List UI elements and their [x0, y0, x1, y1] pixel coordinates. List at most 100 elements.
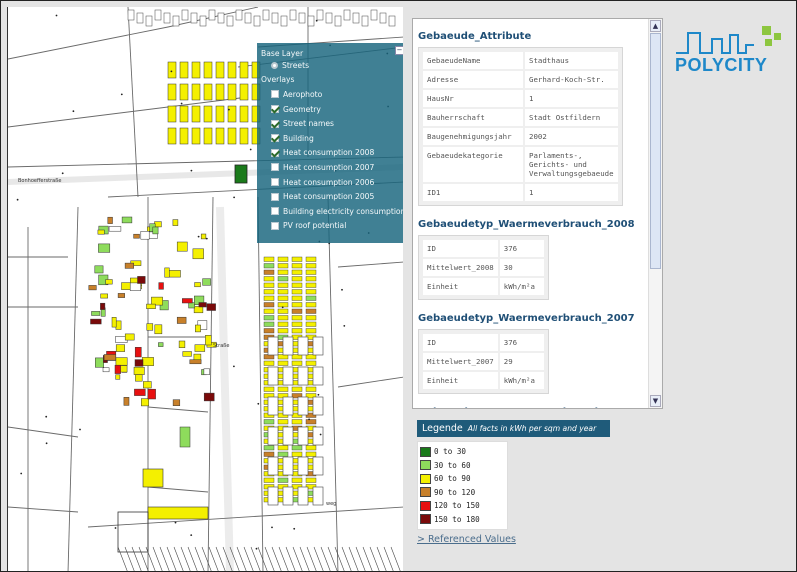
- attribute-key: HausNr: [423, 90, 523, 107]
- overlay-option[interactable]: Heat consumption 2007: [257, 160, 403, 175]
- map-building-outline: [267, 456, 279, 476]
- checkbox-icon[interactable]: [271, 207, 279, 216]
- overlay-option[interactable]: Building electricity consumption: [257, 204, 403, 219]
- legend-swatch: [420, 500, 431, 511]
- map-parcel-line: [67, 206, 79, 571]
- map-rail-hatch: [208, 546, 219, 571]
- map-building: [227, 61, 237, 79]
- map-rail-hatch: [222, 546, 233, 571]
- attribute-key: Baugenehmigungsjahr: [423, 128, 523, 145]
- overlay-option[interactable]: Geometry: [257, 102, 403, 117]
- map-building-outline: [117, 511, 149, 553]
- section-title: Gebaeude_Attribute: [418, 31, 532, 42]
- map-building: [141, 398, 149, 407]
- map-building: [152, 226, 159, 235]
- map-building-outline: [271, 12, 279, 24]
- attribute-value: Gerhard-Koch-Str.: [525, 71, 618, 88]
- attribute-key: Mittelwert_2007: [423, 353, 498, 370]
- checkbox-icon[interactable]: [271, 105, 279, 114]
- checkbox-icon[interactable]: [271, 119, 279, 128]
- map-building-outline: [361, 15, 369, 27]
- map-building: [203, 392, 215, 402]
- map-dot: [20, 472, 23, 475]
- map-building: [305, 289, 317, 295]
- map-building-outline: [297, 336, 309, 356]
- map-building: [88, 285, 97, 291]
- overlay-option[interactable]: PV roof potential: [257, 219, 403, 234]
- scroll-down-button[interactable]: ▼: [650, 395, 661, 407]
- attribute-value: kWh/m²a: [499, 372, 544, 389]
- map-building: [263, 386, 275, 392]
- map-dot: [319, 433, 322, 436]
- map-building-outline: [297, 486, 309, 506]
- map-building-outline: [267, 336, 279, 356]
- map-building: [115, 374, 121, 380]
- map-rail-hatch: [299, 546, 310, 571]
- attribute-key: ID1: [423, 184, 523, 201]
- base-layer-option[interactable]: Streets: [257, 58, 403, 73]
- map-building: [164, 267, 170, 278]
- map-building: [176, 241, 188, 252]
- radio-button-icon[interactable]: [271, 61, 278, 69]
- map-building-outline: [181, 9, 189, 21]
- map-rail-hatch: [201, 546, 212, 571]
- overlay-option[interactable]: Heat consumption 2006: [257, 175, 403, 190]
- checkbox-icon[interactable]: [271, 178, 279, 187]
- checkbox-icon[interactable]: [271, 90, 279, 99]
- scroll-up-button[interactable]: ▲: [650, 20, 661, 32]
- overlay-option[interactable]: Heat consumption 2008: [257, 146, 403, 161]
- map-building: [305, 276, 317, 282]
- map-building: [305, 354, 317, 360]
- checkbox-icon[interactable]: [271, 221, 279, 230]
- attribute-key: Bauherrschaft: [423, 109, 523, 126]
- legend-label: 150 to 180: [434, 514, 480, 524]
- legend-label: 30 to 60: [434, 460, 471, 470]
- map-building: [200, 233, 207, 240]
- overlay-option[interactable]: Heat consumption 2005: [257, 189, 403, 204]
- map-building-outline: [307, 15, 315, 27]
- map-parcel-line: [147, 486, 209, 493]
- map-building: [117, 293, 125, 298]
- map-building: [291, 289, 303, 295]
- overlay-label: Building: [283, 133, 314, 143]
- scroll-thumb[interactable]: [650, 33, 661, 269]
- map-dot: [271, 526, 273, 529]
- referenced-values-link[interactable]: > Referenced Values: [417, 534, 516, 545]
- checkbox-icon[interactable]: [271, 134, 279, 143]
- map-building-outline: [312, 336, 324, 356]
- checkbox-icon[interactable]: [271, 192, 279, 201]
- overlay-option[interactable]: Street names: [257, 116, 403, 131]
- map-building: [263, 445, 275, 451]
- map-building: [263, 289, 275, 295]
- map-building: [305, 315, 317, 321]
- checkbox-icon[interactable]: [271, 148, 279, 157]
- checkbox-icon[interactable]: [271, 163, 279, 172]
- map-rail-hatch: [285, 546, 296, 571]
- map-building-outline: [297, 396, 309, 416]
- overlays-title: Overlays: [261, 75, 295, 85]
- map-rail-hatch: [145, 546, 156, 571]
- overlay-option[interactable]: Building: [257, 131, 403, 146]
- legend-label: 90 to 120: [434, 487, 476, 497]
- map-dot: [180, 102, 183, 105]
- map-dot: [233, 196, 236, 199]
- legend-swatch: [420, 473, 431, 484]
- info-scrollbar[interactable]: ▲ ▼: [648, 19, 662, 408]
- map-building: [124, 262, 134, 269]
- attribute-key: Einheit: [423, 278, 498, 295]
- map-building: [167, 83, 177, 101]
- map-dot: [341, 288, 343, 291]
- overlay-option[interactable]: Aerophoto: [257, 87, 403, 102]
- legend-label: 120 to 150: [434, 501, 480, 511]
- minimize-layer-switcher-button[interactable]: −: [395, 46, 403, 55]
- section-title: Gebaeudetyp_Waermeverbrauch_2006: [418, 407, 647, 408]
